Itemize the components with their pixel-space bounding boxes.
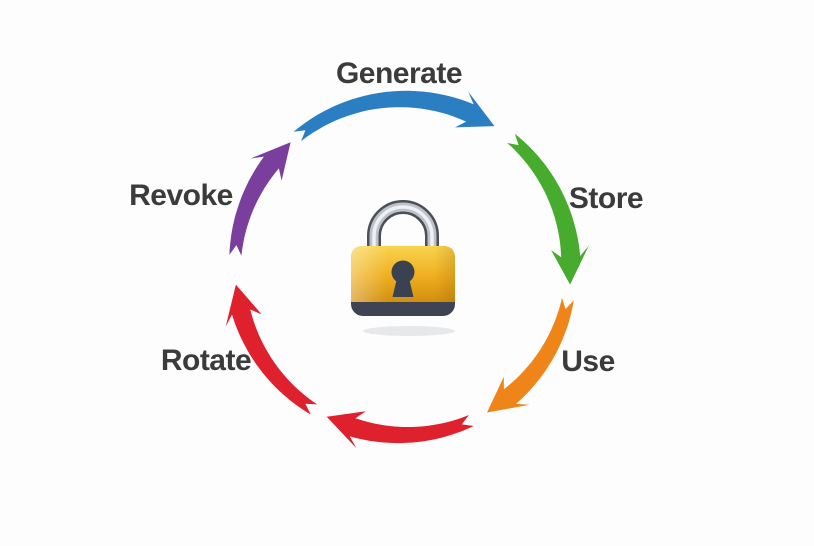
arrow-generate bbox=[293, 90, 495, 142]
arrow-store bbox=[507, 133, 589, 285]
arrow-rotate bbox=[225, 284, 318, 415]
lock-keyhole bbox=[391, 260, 415, 297]
stage-label-generate: Generate bbox=[335, 57, 463, 90]
stage-label-revoke: Revoke bbox=[129, 179, 233, 212]
stage-label-use: Use bbox=[561, 345, 615, 378]
arrow-use bbox=[487, 297, 574, 413]
stage-label-store: Store bbox=[568, 182, 644, 215]
lock-shackle-highlight bbox=[372, 205, 434, 258]
stage-label-rotate: Rotate bbox=[160, 344, 252, 377]
arrow-revoke bbox=[229, 142, 291, 256]
lock-shadow bbox=[363, 326, 455, 336]
padlock-icon bbox=[351, 200, 455, 336]
arrow-rotate-bottom bbox=[326, 411, 474, 449]
